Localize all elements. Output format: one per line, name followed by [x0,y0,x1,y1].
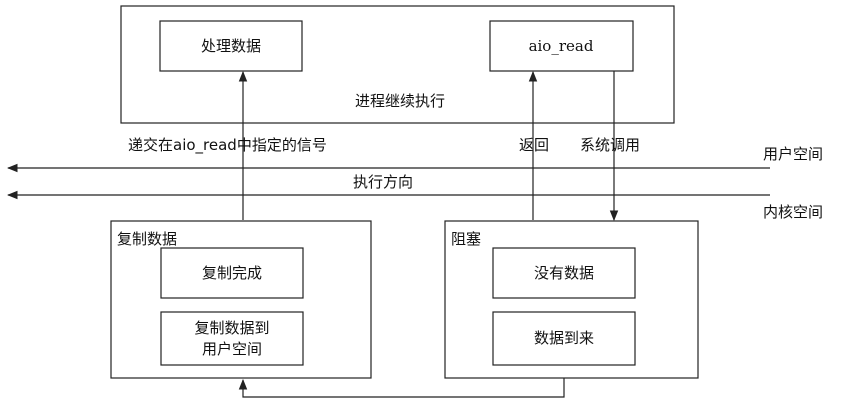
copy-data-title: 复制数据 [117,230,177,248]
aio-read-label: aio_read [529,37,594,55]
copy-done-box [160,247,304,299]
system-call-label: 系统调用 [580,136,640,154]
no-data-box [492,247,636,299]
data-to-copy-connector [238,378,565,398]
data-arrives-label: 数据到来 [534,329,594,347]
copy-done-label: 复制完成 [202,264,262,282]
process-data-label: 处理数据 [201,37,261,55]
kernel-space-label: 内核空间 [763,203,823,221]
no-data-label: 没有数据 [534,264,594,282]
exec-direction-label: 执行方向 [353,173,413,191]
copy-to-user-line2: 用户空间 [202,340,262,358]
data-arrives-box [492,311,636,366]
process-continue-label: 进程继续执行 [355,92,445,110]
return-label: 返回 [519,136,549,154]
aio-read-box [489,20,634,72]
deliver-signal-label: 递交在aio_read中指定的信号 [128,136,327,155]
copy-to-user-line1: 复制数据到 [194,319,269,337]
user-space-label: 用户空间 [763,145,823,163]
process-data-box [159,20,303,72]
blocking-title: 阻塞 [451,230,481,248]
copy-to-user-box [160,311,304,366]
